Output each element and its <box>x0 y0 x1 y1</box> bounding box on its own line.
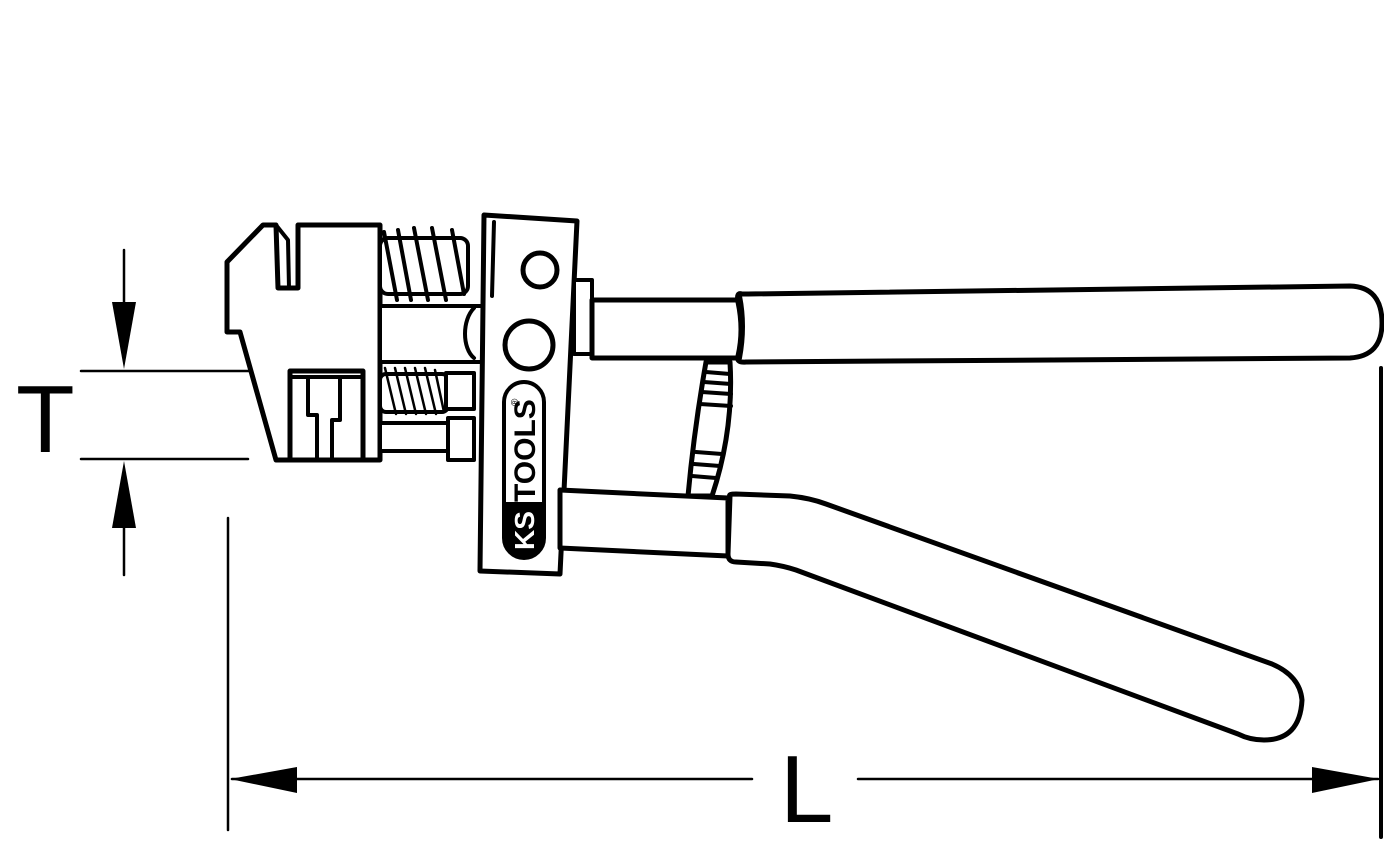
lower-handle <box>557 487 1305 743</box>
guide-rod <box>378 304 486 364</box>
arrow-right-icon <box>1312 767 1379 793</box>
dimension-length: L <box>226 366 1383 843</box>
registered-mark: ® <box>510 398 521 406</box>
side-plate: KS TOOLS ® <box>477 212 594 577</box>
dimension-thickness: T <box>16 248 279 577</box>
rivet-small <box>520 250 560 290</box>
arrow-down-icon <box>112 302 136 369</box>
logo-ks: KS <box>509 511 540 550</box>
lower-rod <box>378 416 476 462</box>
dimension-label-t: T <box>16 366 75 473</box>
punch-head <box>224 222 383 463</box>
logo-tools: TOOLS <box>509 399 542 502</box>
arrow-left-icon <box>230 767 297 793</box>
return-spring <box>685 359 734 499</box>
brand-logo: KS TOOLS ® <box>502 380 546 560</box>
dimension-label-l: L <box>780 736 833 843</box>
upper-spring <box>378 226 470 302</box>
pivot-bolt <box>502 318 556 372</box>
upper-handle <box>589 283 1384 365</box>
arrow-up-icon <box>112 461 136 528</box>
lower-spring <box>378 366 476 416</box>
